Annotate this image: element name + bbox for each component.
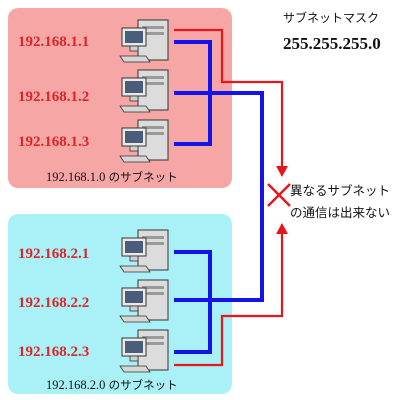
host-ip-label: 192.168.1.3 — [18, 134, 90, 150]
computer-icon — [119, 329, 169, 373]
computer-icon — [119, 69, 169, 113]
computer-icon — [119, 229, 169, 273]
subnet-caption: 192.168.1.0 のサブネット — [46, 169, 178, 185]
subnet-caption-ip: 192.168.2.0 — [46, 378, 106, 392]
host-ip-label: 192.168.1.2 — [18, 89, 90, 105]
computer-icon — [119, 19, 169, 63]
subnet-box-192-168-1 — [8, 8, 232, 188]
subnet-caption-suffix: のサブネット — [108, 380, 178, 392]
host-ip-label: 192.168.2.3 — [18, 344, 90, 360]
host-ip-label: 192.168.2.1 — [18, 246, 90, 262]
host-ip-label: 192.168.1.1 — [18, 34, 90, 50]
computer-icon — [119, 119, 169, 163]
blocked-note-line-1: 異なるサブネット — [290, 183, 391, 198]
red-arrow-up — [276, 223, 288, 234]
computer-icon — [119, 279, 169, 323]
subnet-mask-value: 255.255.255.0 — [283, 34, 381, 53]
blue-wires — [174, 40, 264, 354]
subnet-caption: 192.168.2.0 のサブネット — [46, 377, 178, 393]
blue-wire-host-1-2 — [174, 91, 264, 302]
red-wire-subnet-2 — [174, 230, 284, 367]
red-arrow-down — [276, 166, 288, 177]
blocked-note-line-2: の通信は出来ない — [290, 205, 391, 220]
red-wire-subnet-1 — [174, 28, 284, 170]
subnet-mask-title: サブネットマスク — [283, 11, 380, 25]
subnet-caption-suffix: のサブネット — [108, 172, 178, 184]
subnet-caption-ip: 192.168.1.0 — [46, 170, 106, 184]
red-wires — [174, 28, 288, 367]
blue-wire-host-2-1 — [174, 250, 212, 354]
host-ip-label: 192.168.2.2 — [18, 295, 90, 311]
cross-mark-icon — [267, 183, 291, 207]
